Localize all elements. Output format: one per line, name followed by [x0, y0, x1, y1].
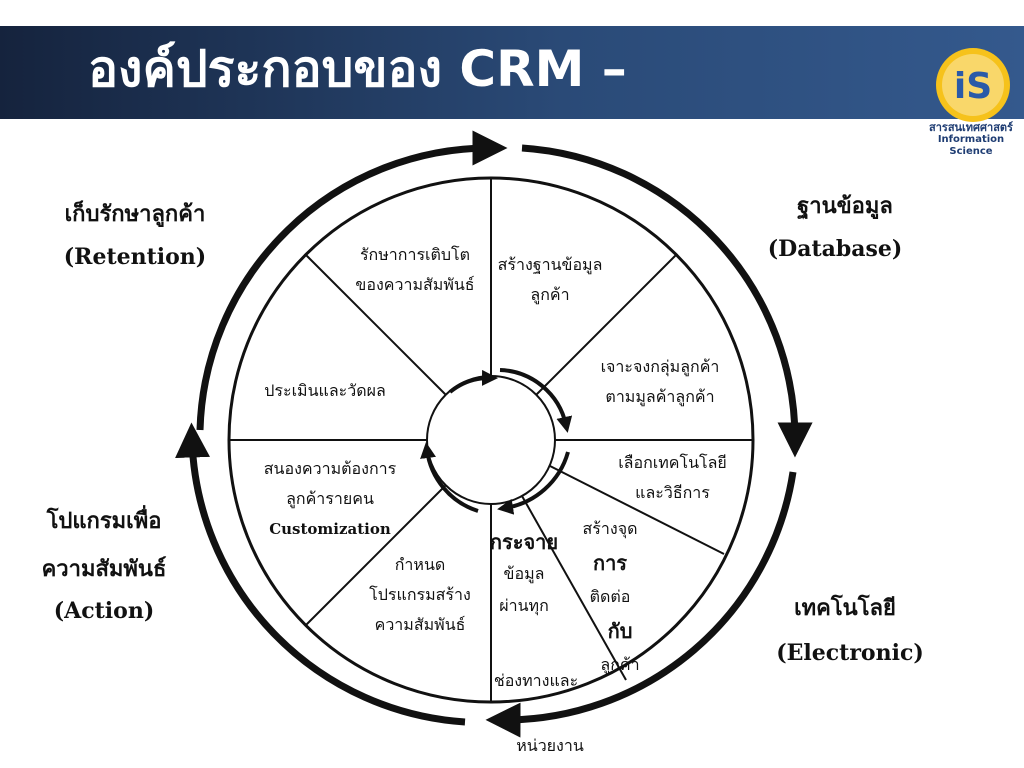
title-bar: [0, 26, 1024, 119]
sector-distribute-data: กระจาย ข้อมูล ผ่านทุก: [489, 530, 559, 615]
sector-distribute-data-channels: ช่องทางและ: [493, 671, 579, 690]
action-label-english: (Action): [53, 598, 155, 624]
outer-cycle-arrows: [175, 130, 813, 738]
logo-english-text: Information Science: [937, 134, 1005, 157]
sector-create-contact-points: สร้างจุด การ ติดต่อ กับ ลูกค้า: [582, 519, 640, 674]
sector-define-program: กำหนดโปรแกรมสร้างความสัมพันธ์: [369, 555, 471, 634]
action-label-thai-1: โปแกรมเพื่อ: [46, 508, 162, 534]
retention-label-thai: เก็บรักษาลูกค้า: [64, 201, 206, 227]
sector-evaluate: ประเมินและวัดผล: [264, 381, 386, 400]
electronic-label-thai: เทคโนโลยี: [794, 595, 896, 621]
inner-hub-circle: [426, 375, 556, 505]
logo-thai-text: สารสนเทศศาสตร์: [929, 121, 1013, 134]
database-label-english: (Database): [767, 236, 903, 262]
slide-title: องค์ประกอบของ CRM –: [88, 40, 627, 98]
sector-distribute-data-units: หน่วยงาน: [516, 736, 584, 755]
retention-label-english: (Retention): [63, 244, 207, 270]
is-logo: iS: [936, 48, 1010, 122]
wheel-spokes: [229, 178, 753, 702]
action-label-thai-2: ความสัมพันธ์: [41, 556, 167, 582]
database-label-thai: ฐานข้อมูล: [797, 193, 893, 219]
inner-cycle-arrows: [420, 368, 573, 515]
sector-build-database: สร้างฐานข้อมูลลูกค้า: [497, 255, 603, 304]
sector-respond-needs: สนองความต้องการลูกค้ารายคน Customization: [263, 459, 397, 538]
sector-growth: รักษาการเติบโตของความสัมพันธ์: [355, 245, 475, 294]
sector-target-customers: เจาะจงกลุ่มลูกค้าตามมูลค้าลูกค้า: [600, 357, 720, 406]
svg-text:iS: iS: [954, 66, 992, 107]
sector-choose-technology: เลือกเทคโนโลยีและวิธีการ: [618, 453, 727, 502]
electronic-label-english: (Electronic): [776, 640, 924, 666]
